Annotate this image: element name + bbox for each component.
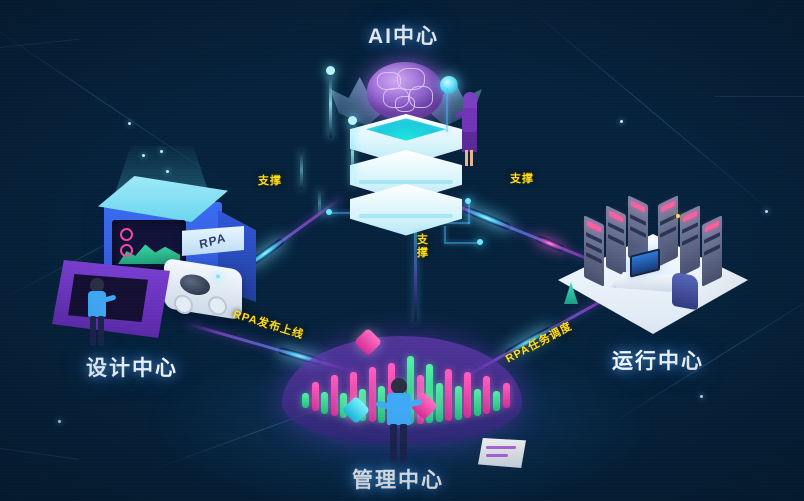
chart-bar bbox=[321, 391, 329, 414]
office-chair-icon bbox=[672, 271, 698, 311]
sparkle bbox=[765, 210, 768, 213]
chart-bar bbox=[473, 388, 481, 416]
link-label-ai-to-design: 支撑 bbox=[258, 175, 282, 187]
data-stream bbox=[300, 150, 303, 190]
data-stream bbox=[318, 188, 321, 218]
title-design-center: 设计中心 bbox=[86, 357, 178, 380]
data-stream-cap bbox=[348, 116, 357, 125]
node-ops-center[interactable] bbox=[548, 186, 758, 336]
title-ai-center: AI中心 bbox=[368, 25, 439, 48]
link-label-ai-to-mgmt: 支撑 bbox=[417, 234, 429, 259]
hologram-orb-icon bbox=[440, 76, 458, 94]
data-stream-cap bbox=[326, 66, 335, 75]
link-label-ai-to-ops: 支撑 bbox=[510, 173, 534, 185]
chart-bar bbox=[454, 385, 462, 420]
sparkle bbox=[142, 154, 145, 157]
data-stream bbox=[351, 120, 354, 186]
server-rack-icon bbox=[680, 205, 700, 277]
chart-bar bbox=[464, 372, 472, 418]
indicator-dot bbox=[120, 228, 133, 241]
chart-bar bbox=[502, 382, 510, 408]
chart-bar bbox=[435, 383, 443, 423]
sparkle bbox=[700, 395, 703, 398]
status-led bbox=[676, 214, 680, 218]
server-rack-icon bbox=[606, 205, 626, 277]
corner-accent-left bbox=[0, 0, 80, 54]
circuit-node bbox=[326, 209, 332, 215]
server-rack-icon bbox=[584, 215, 604, 287]
sparkle bbox=[620, 120, 623, 123]
robot-led bbox=[216, 274, 220, 279]
chart-bar bbox=[302, 392, 310, 408]
chart-bar bbox=[445, 368, 453, 422]
chart-bar bbox=[493, 390, 500, 411]
chart-bar bbox=[311, 382, 319, 411]
robot-wheel bbox=[174, 293, 193, 316]
brain-icon bbox=[367, 62, 443, 120]
server-rack-icon bbox=[658, 195, 678, 267]
sparkle bbox=[128, 122, 131, 125]
robot-wheel bbox=[208, 294, 227, 317]
indicator-dot bbox=[120, 244, 133, 257]
title-ops-center: 运行中心 bbox=[612, 350, 704, 373]
server-rack-icon bbox=[702, 215, 722, 287]
machine-top-face bbox=[98, 176, 228, 222]
corner-accent-right bbox=[714, 0, 804, 97]
server-stack-icon bbox=[344, 114, 468, 236]
sparkle bbox=[58, 420, 61, 423]
designer-person-icon bbox=[80, 278, 117, 348]
chart-bar bbox=[330, 375, 338, 416]
rpa-label: RPA bbox=[198, 230, 228, 252]
node-ai-center[interactable] bbox=[336, 58, 482, 236]
analyst-person-icon bbox=[375, 378, 423, 464]
person-icon bbox=[454, 92, 484, 168]
chart-bar bbox=[483, 376, 491, 414]
data-stream bbox=[329, 70, 332, 138]
node-management-center[interactable] bbox=[282, 327, 526, 470]
sparkle bbox=[166, 170, 169, 173]
title-management-center: 管理中心 bbox=[352, 469, 444, 492]
circuit-trace bbox=[446, 88, 448, 132]
circuit-node bbox=[477, 239, 483, 245]
chart-bar bbox=[368, 366, 376, 423]
robot-visor bbox=[180, 272, 210, 298]
node-design-center[interactable]: RPA bbox=[52, 146, 256, 348]
circuit-trace bbox=[446, 242, 480, 244]
document-icon bbox=[478, 438, 526, 468]
